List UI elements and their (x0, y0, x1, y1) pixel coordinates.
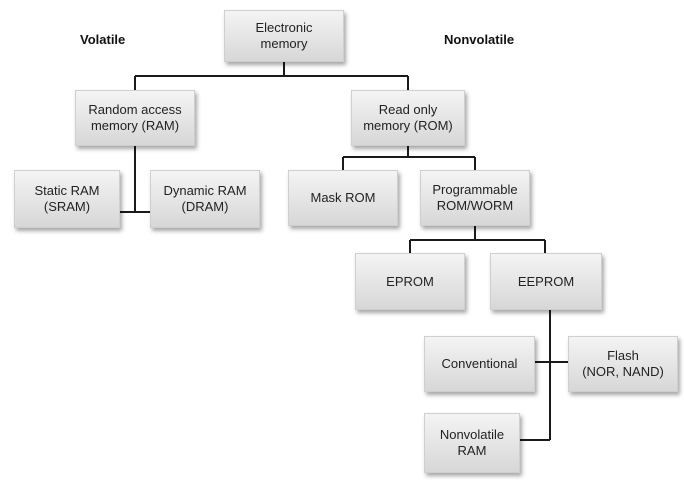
node-mask-rom: Mask ROM (288, 170, 398, 226)
node-rom: Read only memory (ROM) (351, 90, 465, 146)
node-sram-label: Static RAM (SRAM) (34, 183, 100, 214)
node-electronic-memory-label: Electronic memory (255, 20, 313, 51)
node-nvram: Nonvolatile RAM (424, 413, 520, 473)
node-dram-label: Dynamic RAM (DRAM) (163, 183, 247, 214)
node-eeprom-label: EEPROM (517, 273, 575, 289)
node-flash: Flash (NOR, NAND) (568, 336, 678, 392)
node-conventional: Conventional (424, 336, 535, 392)
node-nvram-label: Nonvolatile RAM (439, 427, 505, 458)
node-flash-label: Flash (NOR, NAND) (582, 348, 664, 379)
node-eprom-label: EPROM (386, 273, 434, 289)
node-dram: Dynamic RAM (DRAM) (150, 170, 260, 228)
node-rom-label: Read only memory (ROM) (363, 102, 453, 133)
node-mask-rom-label: Mask ROM (310, 190, 376, 205)
node-eprom: EPROM (355, 253, 465, 310)
node-ram: Random access memory (RAM) (75, 90, 195, 146)
node-programmable-rom-label: Programmable ROM/WORM (432, 182, 518, 213)
node-electronic-memory: Electronic memory (224, 10, 344, 62)
node-sram: Static RAM (SRAM) (14, 170, 120, 228)
node-ram-label: Random access memory (RAM) (88, 102, 182, 133)
heading-volatile: Volatile (80, 32, 126, 47)
node-conventional-label: Conventional (441, 356, 518, 371)
heading-nonvolatile: Nonvolatile (444, 32, 515, 47)
node-programmable-rom: Programmable ROM/WORM (420, 170, 530, 226)
node-eeprom: EEPROM (490, 253, 602, 310)
